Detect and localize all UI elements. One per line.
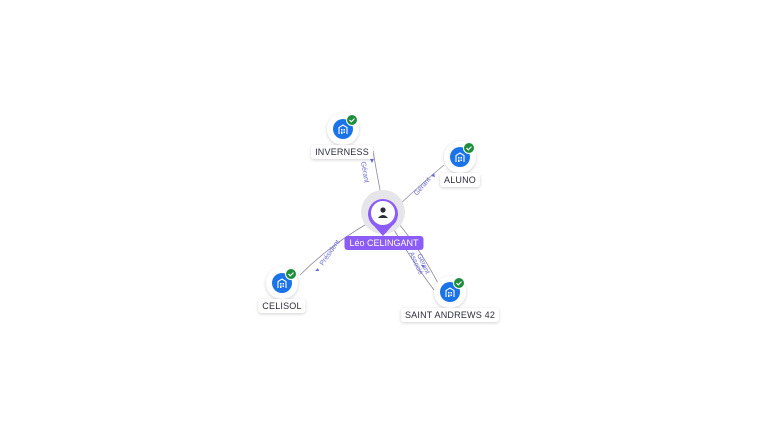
check-icon — [466, 146, 472, 151]
edge-saint-andrews-1 — [398, 223, 441, 288]
company-node-saint-andrews-42[interactable] — [434, 276, 466, 308]
check-icon — [349, 118, 355, 123]
check-icon — [456, 281, 462, 286]
check-icon — [288, 272, 294, 277]
company-label-celisol[interactable]: CELISOL — [258, 299, 306, 313]
check-badge — [285, 268, 297, 280]
company-label-inverness[interactable]: INVERNESS — [311, 145, 373, 159]
company-label-saint-andrews-42[interactable]: SAINT ANDREWS 42 — [400, 308, 500, 322]
check-badge — [453, 277, 465, 289]
edge-label-celisol: Président — [319, 239, 342, 267]
arrow-saint-andrews — [421, 265, 425, 268]
check-badge — [346, 114, 358, 126]
edge-label-aluno: Gérant — [413, 176, 432, 197]
center-node-label[interactable]: Léo CELINGANT — [344, 236, 424, 250]
arrow-celisol — [315, 268, 319, 271]
edge-celisol — [299, 221, 371, 276]
company-label-aluno[interactable]: ALUNO — [439, 173, 481, 187]
edge-saint-andrews-2 — [392, 227, 435, 291]
center-node[interactable] — [361, 190, 405, 236]
company-node-inverness[interactable] — [327, 113, 359, 145]
center-inner — [371, 201, 395, 225]
edge-label-inverness: Gérant — [359, 161, 370, 183]
person-icon — [378, 207, 388, 218]
arrow-inverness — [370, 159, 374, 163]
company-node-celisol[interactable] — [266, 267, 298, 299]
arrow-aluno — [431, 173, 435, 177]
company-node-aluno[interactable] — [444, 141, 476, 173]
check-badge — [463, 142, 475, 154]
